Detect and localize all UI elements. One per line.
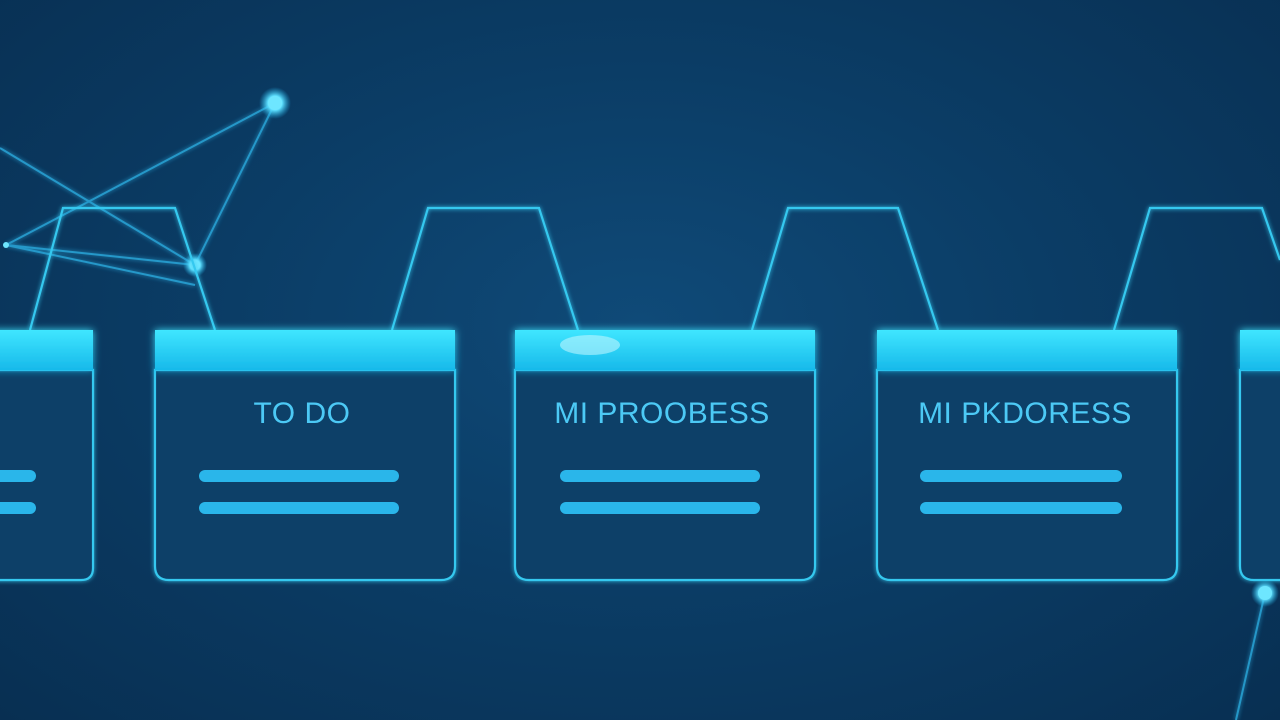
- network-graph-decoration: [0, 102, 276, 286]
- column-header-bar: [0, 330, 93, 370]
- network-node: [268, 96, 282, 110]
- column-tab-outline: [390, 206, 580, 331]
- kanban-column-in-progress-2[interactable]: MI PKDORESS: [875, 330, 1179, 582]
- column-header-bar: [155, 330, 455, 370]
- column-card-outline: [1238, 368, 1280, 582]
- column-title: TO DO: [254, 397, 351, 430]
- network-graph-decoration-right: [1235, 592, 1266, 720]
- column-tab-outline: [750, 206, 940, 331]
- kanban-column-partial-left: [0, 330, 95, 582]
- column-header-bar: [877, 330, 1177, 370]
- network-node: [3, 242, 9, 248]
- kanban-column-in-progress-1[interactable]: MI PROOBESS: [513, 330, 817, 582]
- network-node: [1258, 586, 1272, 600]
- kanban-column-to-do[interactable]: TO DO: [153, 330, 457, 582]
- column-header-bar: [515, 330, 815, 370]
- kanban-column-partial-right: [1238, 330, 1280, 582]
- column-tab-outline: [28, 206, 217, 331]
- column-title: MI PKDORESS: [918, 397, 1132, 430]
- header-highlight: [560, 335, 620, 355]
- column-title: MI PROOBESS: [554, 397, 770, 430]
- column-card-outline: [0, 368, 95, 582]
- tab-outlines: [28, 206, 1280, 331]
- column-tab-outline: [1112, 206, 1280, 331]
- column-header-bar: [1240, 330, 1280, 370]
